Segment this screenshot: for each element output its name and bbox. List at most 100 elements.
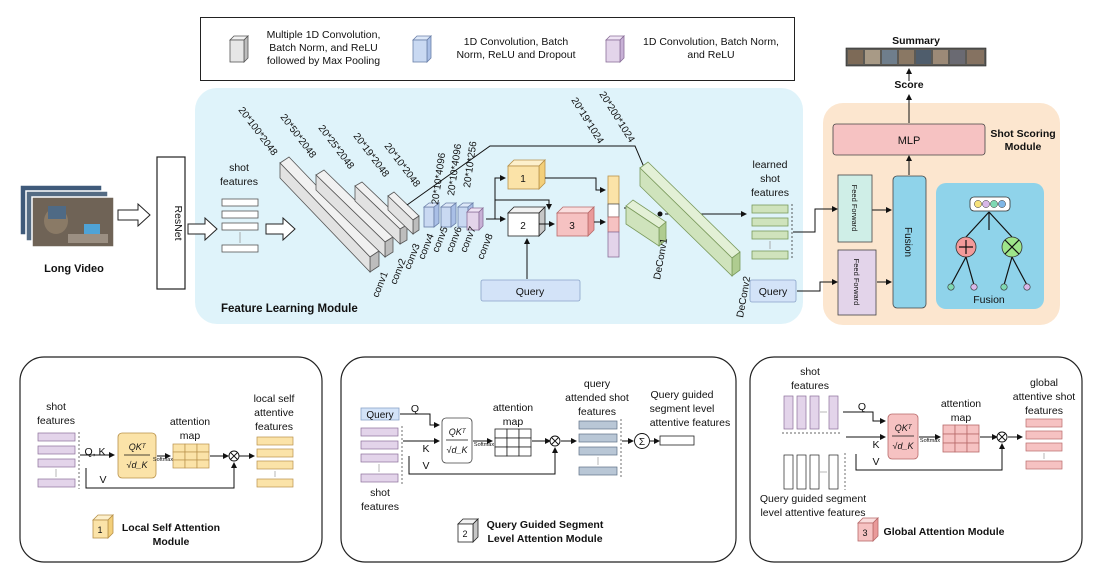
qg-sqrt-dk-icon: √d_K xyxy=(447,445,469,455)
scoring-title-line2: Module xyxy=(1005,141,1042,153)
local-title-line2: Module xyxy=(153,536,190,548)
qg-softmax-label: Softmax xyxy=(474,442,494,448)
global-formula-box xyxy=(887,413,919,460)
legend-item1-text: Multiple 1D Convolution, Batch Norm, and… xyxy=(261,29,386,68)
qg-query-box xyxy=(360,407,400,421)
conv-blue-blocks xyxy=(422,202,475,228)
local-softmax-label: Softmax xyxy=(153,457,173,463)
learned-features-stack xyxy=(751,204,793,260)
hollow-arrow-resnet-features xyxy=(187,216,218,242)
fusion-box-label: Fusion xyxy=(902,227,913,257)
global-attention-map-line1: attention xyxy=(941,398,981,410)
global-q-label: Q xyxy=(858,401,866,413)
global-k-label: K xyxy=(872,439,879,451)
qg-output-bar xyxy=(659,435,695,446)
purple-cube-icon xyxy=(605,35,625,63)
deconv1-block xyxy=(625,199,667,247)
global-input2-line2: level attentive features xyxy=(760,507,865,519)
legend-item1-line3: followed by Max Pooling xyxy=(266,55,381,67)
qg-title-line2: Level Attention Module xyxy=(487,533,602,545)
feature-query-label: Query xyxy=(516,286,545,298)
global-output-stack xyxy=(1025,418,1063,470)
legend-item3-line1: 1D Convolution, Batch Norm, xyxy=(643,36,779,48)
global-attention-grid xyxy=(942,424,980,453)
qg-shot-features-line1: shot xyxy=(370,487,390,499)
qg-module-cube-icon: 2 xyxy=(457,518,479,543)
qg-attended-stack xyxy=(578,419,622,477)
qg-sigma-glyph: Σ xyxy=(639,437,645,448)
qg-q-label: Q xyxy=(411,403,419,415)
global-attention-map-line2: map xyxy=(951,412,972,424)
global-output-line3: features xyxy=(1025,405,1063,417)
legend-cube-icons xyxy=(229,35,625,63)
resnet-label: ResNet xyxy=(172,205,184,240)
local-qk-formula-icon: QKᵀ xyxy=(129,442,147,452)
global-qk-formula-icon: QKᵀ xyxy=(895,423,913,433)
global-module-number: 3 xyxy=(862,528,867,538)
fusion-box xyxy=(892,175,927,309)
long-video-frames xyxy=(19,184,115,248)
qg-k-label: K xyxy=(422,443,429,455)
local-qk-formula-box xyxy=(117,432,157,479)
local-flow-arrows xyxy=(80,452,255,489)
global-module-cube-icon: 3 xyxy=(857,517,879,542)
feed-forward-bottom-label: Feed Forward xyxy=(852,259,861,306)
summary-label: Summary xyxy=(892,35,940,47)
global-sqrt-dk-icon: √d_K xyxy=(893,441,915,451)
conv8-block xyxy=(466,207,484,231)
local-attention-map-line1: attention xyxy=(170,416,210,428)
local-output-line3: features xyxy=(255,421,293,433)
qg-v-label: V xyxy=(422,460,429,472)
learned-features-line1: learned xyxy=(752,159,787,171)
qg-attention-map-line2: map xyxy=(503,416,524,428)
blue-cube-icon xyxy=(412,35,432,63)
conv4-block xyxy=(387,191,420,235)
global-softmax-label: Softmax xyxy=(920,438,940,444)
qg-shot-features-line2: features xyxy=(361,501,399,513)
attention-block-1: 1 xyxy=(507,159,546,190)
fusion-detail-box xyxy=(936,183,1044,309)
qg-attended-line1: query xyxy=(584,378,611,390)
qg-attended-line3: features xyxy=(578,406,616,418)
local-shot-features-line1: shot xyxy=(46,401,66,413)
qg-title-line1: Query Guided Segment xyxy=(487,519,604,531)
feature-learning-title: Feature Learning Module xyxy=(221,303,358,315)
qg-output-line3: attentive features xyxy=(650,417,731,429)
conv-gray-blocks xyxy=(279,156,420,273)
attention-2-label: 2 xyxy=(520,221,526,232)
legend-item2-line2: Norm, ReLU and Dropout xyxy=(456,49,576,61)
qg-attended-line2: attended shot xyxy=(565,392,629,404)
local-title-line1: Local Self Attention xyxy=(122,522,220,534)
local-qk-label: Q, K xyxy=(84,446,105,458)
local-module-number: 1 xyxy=(97,525,102,535)
legend-box: Multiple 1D Convolution, Batch Norm, and… xyxy=(200,17,795,81)
shot-features-stack xyxy=(221,198,259,253)
fusion-detail-label: Fusion xyxy=(973,294,1005,306)
global-flow-arrows xyxy=(843,411,1023,471)
legend-item1-line2: Batch Norm, and ReLU xyxy=(269,42,378,54)
feature-query-box xyxy=(480,279,581,302)
deconv-junction-dot xyxy=(657,211,663,217)
score-label: Score xyxy=(894,79,923,91)
local-attention-grid xyxy=(172,443,210,469)
shot-features-label-line2: features xyxy=(220,176,258,188)
scoring-query-box xyxy=(749,279,797,303)
legend-item1-line1: Multiple 1D Convolution, xyxy=(266,29,381,41)
local-attention-panel xyxy=(19,356,323,563)
local-v-label: V xyxy=(99,474,106,486)
summary-frames xyxy=(845,47,987,67)
qg-attention-map-line1: attention xyxy=(493,402,533,414)
legend-item2-line1: 1D Convolution, Batch xyxy=(463,36,569,48)
qg-query-label: Query xyxy=(366,410,393,421)
feed-forward-bottom xyxy=(837,249,877,316)
local-sqrt-dk-icon: √d_K xyxy=(127,460,149,470)
global-shot-features-line1: shot xyxy=(800,366,820,378)
conv2-block xyxy=(315,169,394,258)
attention-block-2: 2 xyxy=(507,206,546,237)
feed-forward-top-label: Feed Forward xyxy=(850,185,859,232)
qg-attention-grid xyxy=(494,428,532,457)
global-input-white xyxy=(783,453,846,490)
learned-features-line2: shot xyxy=(760,173,780,185)
concat-column xyxy=(607,175,620,258)
conv5-block xyxy=(422,202,441,228)
